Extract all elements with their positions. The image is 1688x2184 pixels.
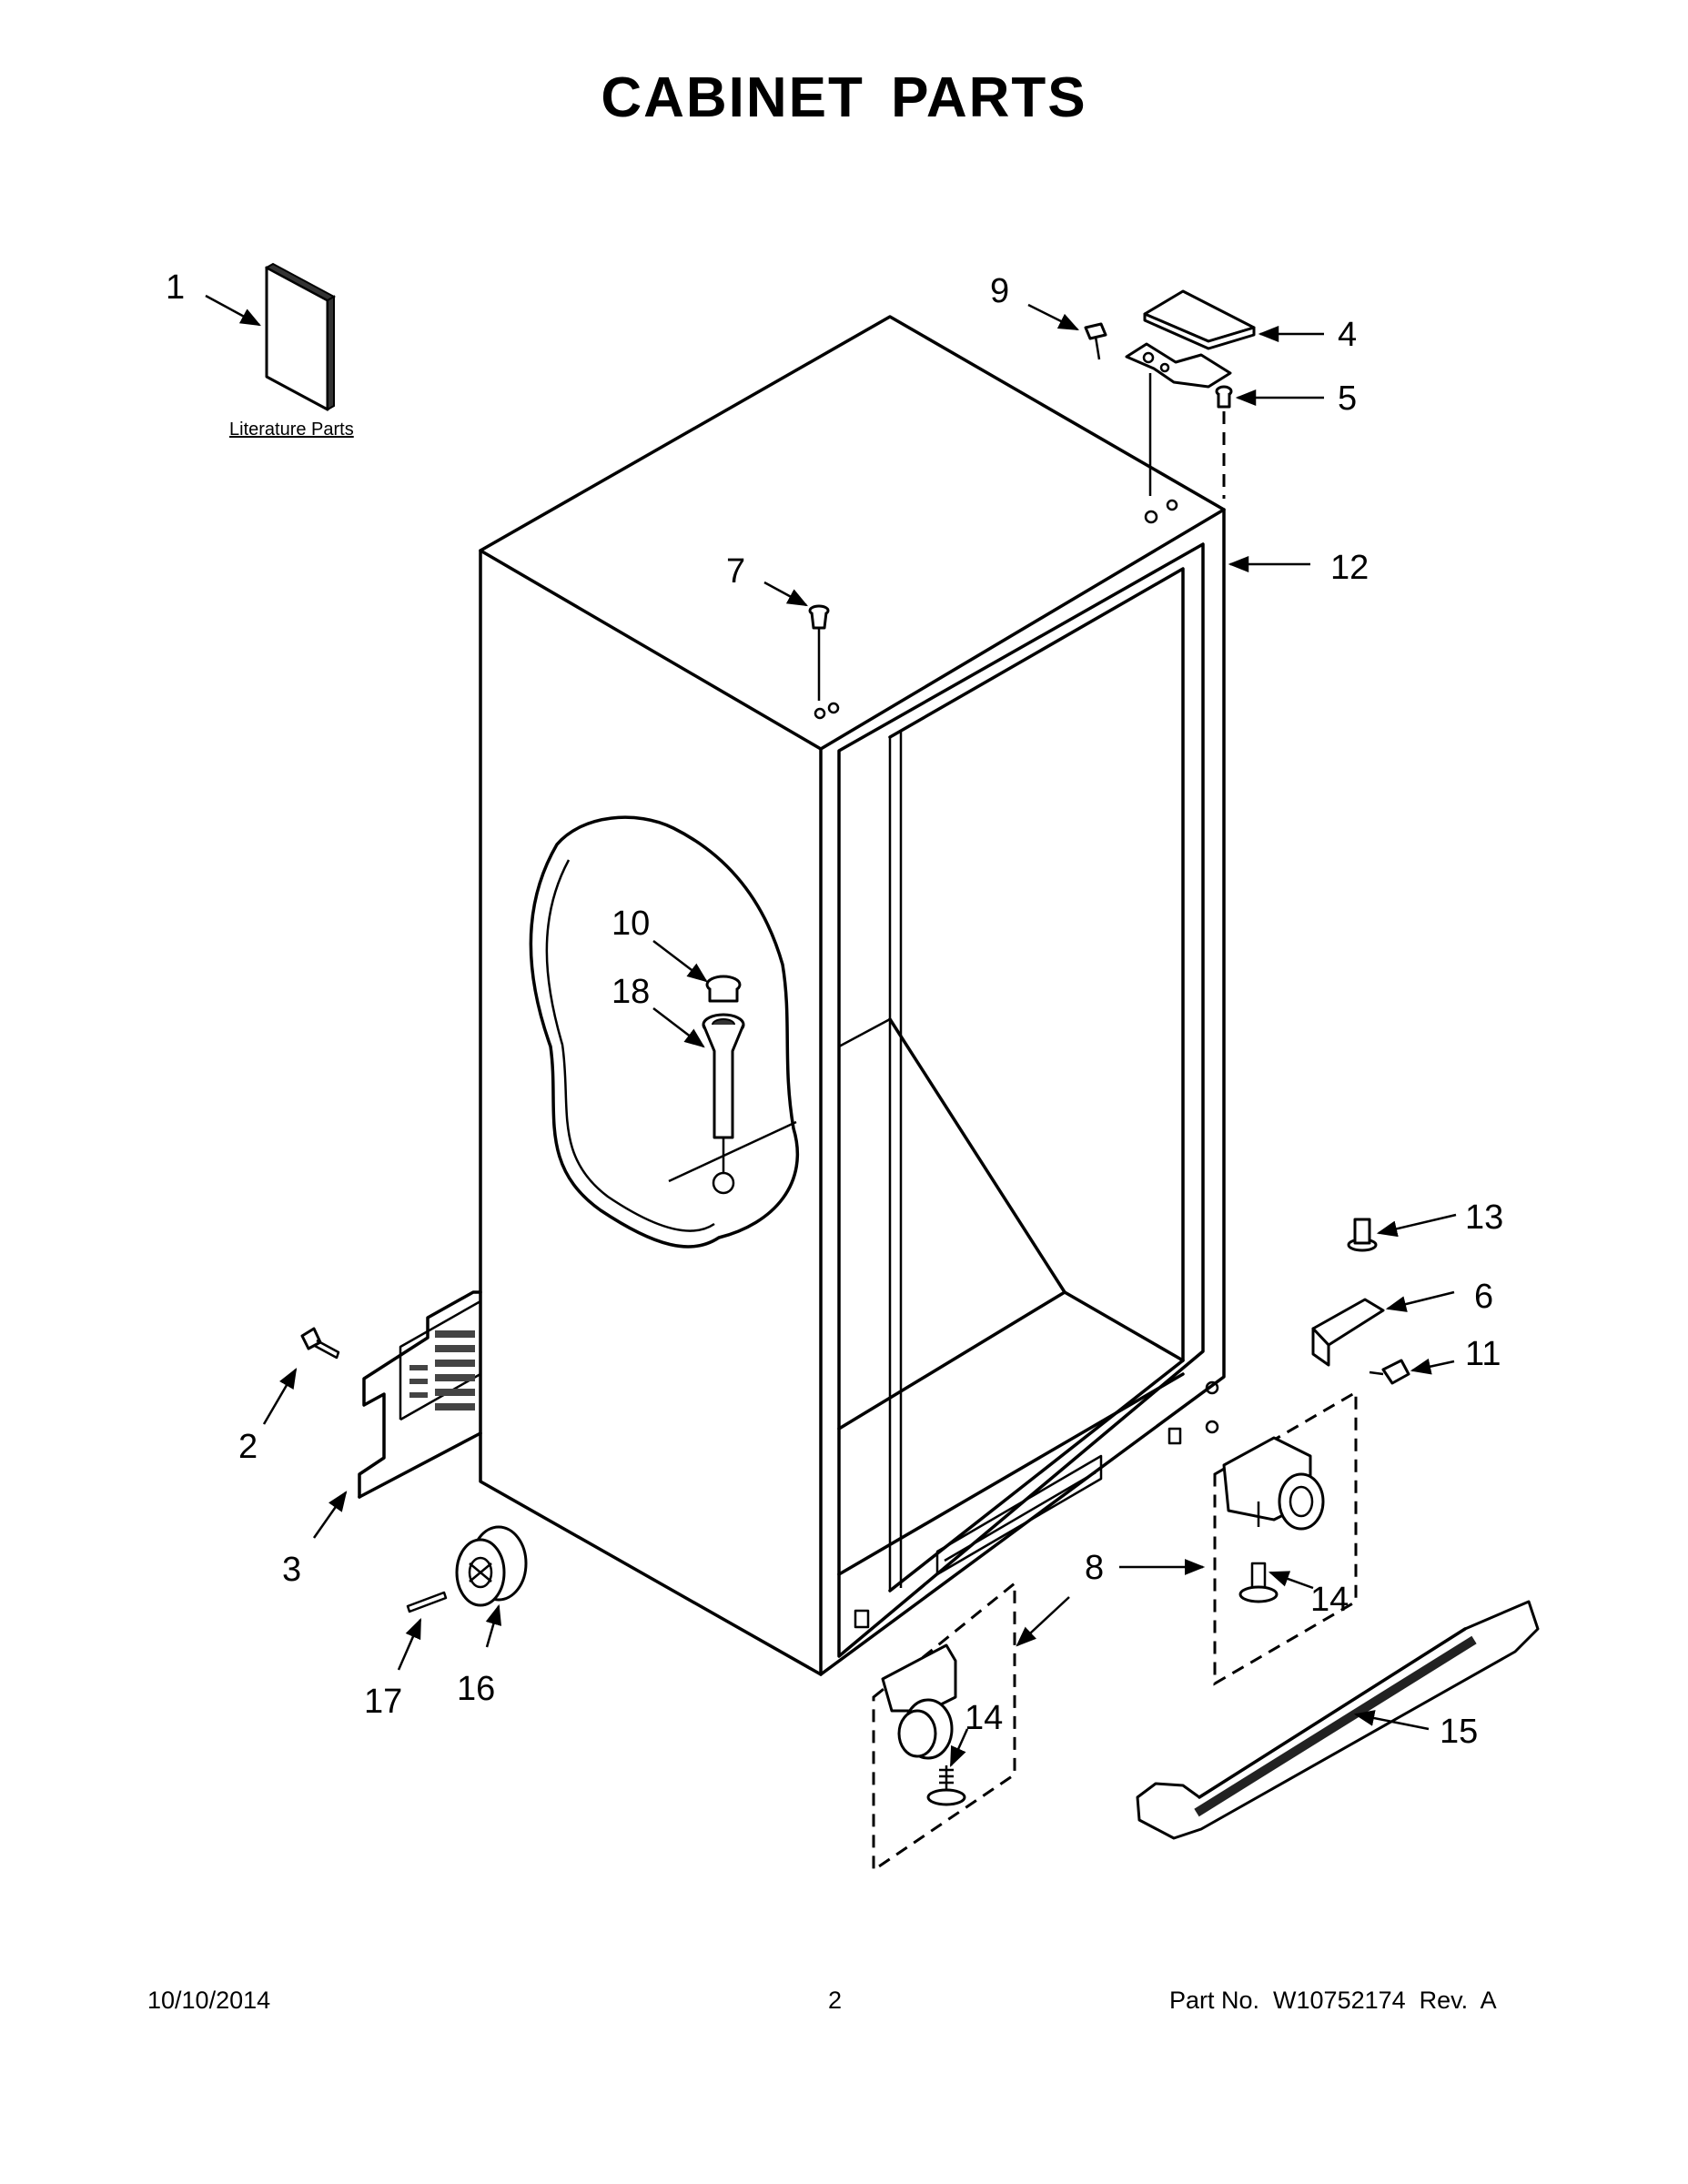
- hinge-assembly: [1084, 289, 1256, 499]
- footer-page-number: 2: [828, 1987, 843, 2014]
- callout-4: 4: [1338, 316, 1357, 354]
- callout-18: 18: [612, 973, 650, 1011]
- callout-16: 16: [457, 1670, 495, 1708]
- toe-grille-15: [1136, 1600, 1540, 1840]
- wheel-16: [455, 1525, 528, 1607]
- drain-tube-18: [702, 975, 745, 1195]
- callout-labels: 1 9 4 5 12 7 10 18 13 6 11 2 3 8 14 14 1…: [166, 268, 1503, 1751]
- bracket-6: [1311, 1298, 1385, 1367]
- callout-13: 13: [1465, 1198, 1503, 1237]
- callout-7: 7: [726, 552, 745, 591]
- screw-7: [808, 604, 830, 701]
- page-title: CABINET PARTS: [601, 66, 1087, 129]
- callout-6: 6: [1474, 1278, 1493, 1316]
- callout-3: 3: [282, 1551, 301, 1589]
- callout-1: 1: [166, 268, 185, 307]
- roller-assembly-right: [1213, 1390, 1358, 1686]
- footer-date: 10/10/2014: [147, 1987, 271, 2014]
- footer-part-number: Part No. W10752174 Rev. A: [1169, 1987, 1497, 2014]
- callout-8: 8: [1085, 1549, 1104, 1587]
- callout-11: 11: [1465, 1335, 1501, 1373]
- callout-15: 15: [1440, 1713, 1478, 1751]
- callout-10: 10: [612, 905, 650, 943]
- callout-17: 17: [364, 1683, 402, 1721]
- screw-11: [1369, 1359, 1410, 1385]
- callout-9: 9: [990, 272, 1009, 310]
- literature-parts-icon: [264, 262, 337, 411]
- callout-14-right: 14: [1310, 1581, 1349, 1619]
- roller-assembly-left: [872, 1580, 1016, 1873]
- literature-parts-label: Literature Parts: [229, 420, 354, 440]
- axle-pin-17: [406, 1591, 448, 1613]
- cutaway-view: [529, 815, 800, 1249]
- cabinet-body: [479, 315, 1226, 1676]
- screw-13: [1347, 1218, 1378, 1252]
- leader-lines: [205, 294, 1457, 1768]
- callout-5: 5: [1338, 379, 1357, 418]
- screw-2: [300, 1327, 340, 1360]
- callout-14-left: 14: [965, 1699, 1003, 1737]
- callout-12: 12: [1330, 549, 1369, 587]
- callout-2: 2: [238, 1428, 258, 1466]
- back-panel-3: [358, 1290, 482, 1499]
